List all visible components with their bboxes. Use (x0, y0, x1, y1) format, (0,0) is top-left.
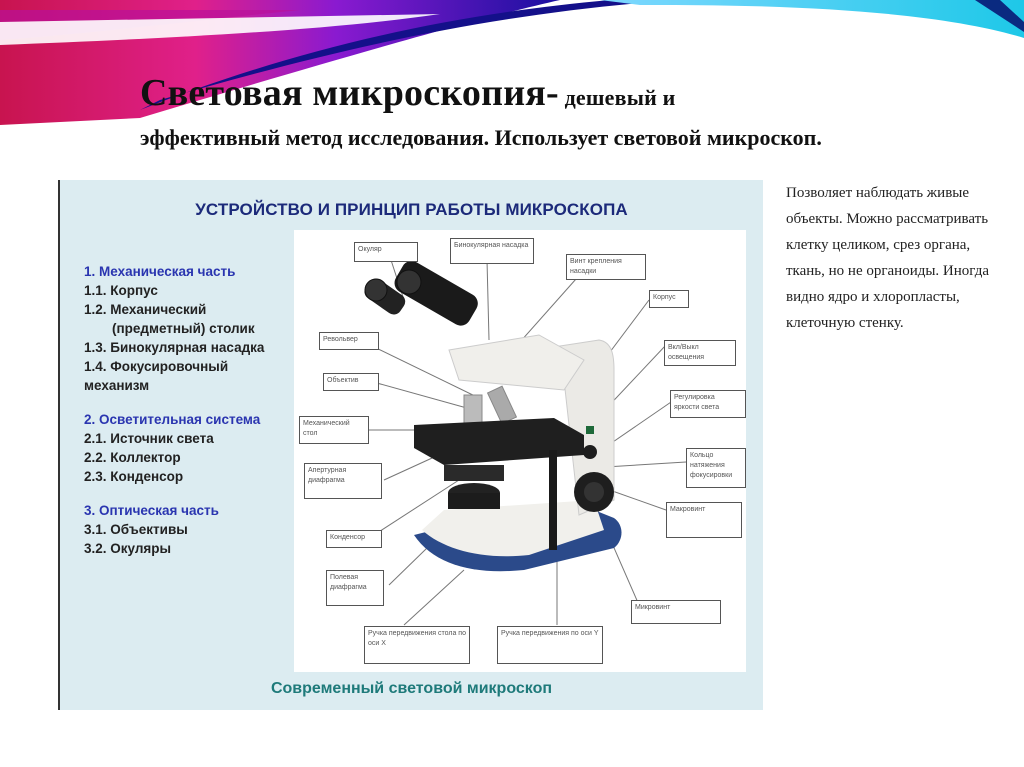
callout-eyepiece: Окуляр (354, 242, 418, 262)
title-rest: эффективный метод исследования. Использу… (140, 125, 822, 150)
microscope-diagram: УСТРОЙСТВО И ПРИНЦИП РАБОТЫ МИКРОСКОПА 1… (58, 180, 763, 710)
legend-item: 3.2. Окуляры (84, 541, 172, 556)
callout-brightness: Регулировка яркости света (670, 390, 746, 418)
legend-item: 1.3. Бинокулярная насадка (84, 340, 265, 355)
callout-knob-x: Ручка передвижения стола по оси X (364, 626, 470, 664)
legend-item: механизм (84, 378, 150, 393)
callout-objective: Объектив (323, 373, 379, 391)
legend-heading-mechanical: 1. Механическая часть (84, 264, 236, 279)
legend-item: 2.3. Конденсор (84, 469, 184, 484)
legend-item: 2.2. Коллектор (84, 450, 181, 465)
callout-macro: Макровинт (666, 502, 742, 538)
legend-item: 3.1. Объективы (84, 522, 188, 537)
legend-item: 2.1. Источник света (84, 431, 214, 446)
slide-title: Световая микроскопия- дешевый и эффектив… (140, 70, 890, 154)
side-description: Позволяет наблюдать живые объекты. Можно… (786, 185, 989, 331)
diagram-title: УСТРОЙСТВО И ПРИНЦИП РАБОТЫ МИКРОСКОПА (195, 200, 628, 219)
legend-item: 1.2. Механический (84, 302, 207, 317)
diagram-caption: Современный световой микроскоп (270, 680, 553, 697)
title-main: Световая микроскопия- (140, 72, 559, 114)
legend-item: 1.4. Фокусировочный (84, 359, 229, 374)
callout-field-diaphragm: Полевая диафрагма (326, 570, 384, 606)
callout-stage: Механический стол (299, 416, 369, 444)
callout-aperture: Апертурная диафрагма (304, 463, 382, 499)
legend-heading-lighting: 2. Осветительная система (84, 412, 261, 427)
callout-binocular: Бинокулярная насадка (450, 238, 534, 264)
callout-revolver: Револьвер (319, 332, 379, 350)
parts-legend: 1. Механическая часть 1.1. Корпус 1.2. М… (84, 262, 264, 558)
callout-focus-ring: Кольцо натяжения фокусировки (686, 448, 746, 488)
callout-condenser: Конденсор (326, 530, 382, 548)
callout-light-switch: Вкл/Выкл освещения (664, 340, 736, 366)
legend-heading-optical: 3. Оптическая часть (84, 503, 219, 518)
callout-knob-y: Ручка передвижения по оси Y (497, 626, 603, 664)
legend-item: (предметный) столик (112, 321, 255, 336)
title-small: дешевый и (558, 85, 676, 110)
callout-micro: Микровинт (631, 600, 721, 624)
legend-item: 1.1. Корпус (84, 283, 158, 298)
callout-body: Корпус (649, 290, 689, 308)
callout-mount-screw: Винт крепления насадки (566, 254, 646, 280)
microscope-photo: Окуляр Бинокулярная насадка Винт креплен… (294, 230, 746, 672)
microscope-icon (363, 259, 687, 626)
